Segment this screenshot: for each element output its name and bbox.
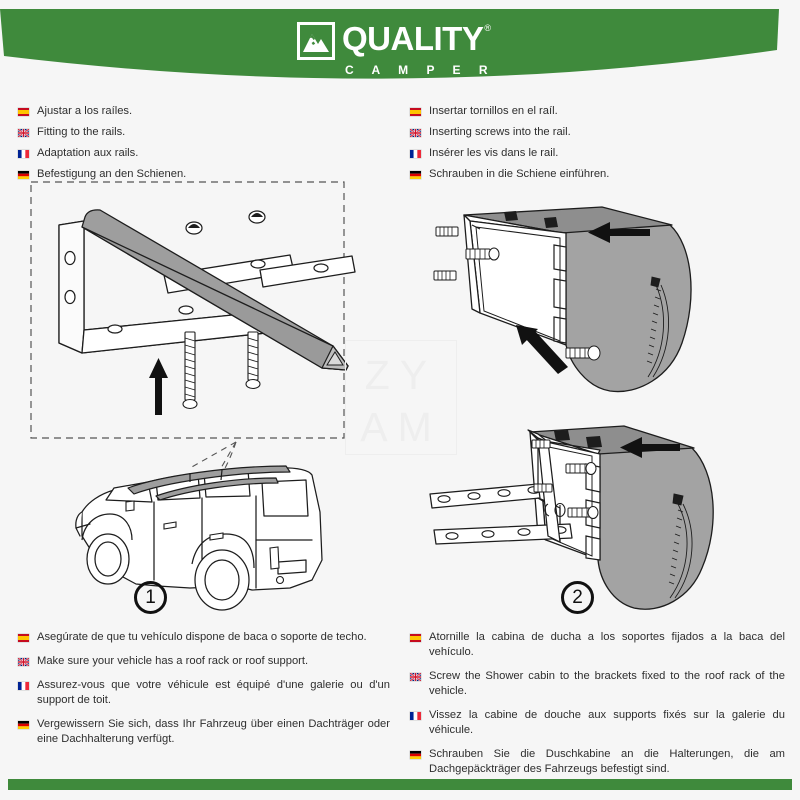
flag-es-icon — [410, 108, 421, 116]
instruction-line-en: Fitting to the rails. — [18, 125, 388, 140]
bracket-knob-detail — [544, 502, 566, 518]
instruction-text: Schrauben in die Schiene einführen. — [429, 168, 610, 180]
direction-arrow-diagonal-icon — [516, 325, 568, 374]
flag-es-icon — [410, 634, 421, 642]
instruction-text: Assurez-vous que votre véhicule est équi… — [37, 679, 390, 706]
flag-fr-icon — [18, 682, 29, 690]
step-badge-1: 1 — [134, 581, 167, 614]
instruction-line-en: Make sure your vehicle has a roof rack o… — [18, 654, 390, 669]
vehicle-details — [125, 500, 285, 585]
instruction-line-en: Inserting screws into the rail. — [410, 125, 780, 140]
instruction-text: Adaptation aux rails. — [37, 147, 139, 159]
step-badge-2: 2 — [561, 581, 594, 614]
instruction-text: Vissez la cabine de douche aux supports … — [429, 709, 785, 736]
instruction-line-de: Schrauben Sie die Duschkabine an die Hal… — [410, 747, 785, 777]
instruction-text: Schrauben Sie die Duschkabine an die Hal… — [429, 748, 785, 775]
watermark: ZY AM — [345, 340, 457, 455]
instruction-text: Inserting screws into the rail. — [429, 126, 571, 138]
instruction-line-fr: Vissez la cabine de douche aux supports … — [410, 708, 785, 738]
instruction-text: Insertar tornillos en el raíl. — [429, 105, 558, 117]
dashed-detail-frame — [30, 181, 345, 439]
instruction-line-de: Vergewissern Sie sich, dass Ihr Fahrzeug… — [18, 717, 390, 747]
instruction-line-es: Atornille la cabina de ducha a los sopor… — [410, 630, 785, 660]
zipper-detail — [668, 493, 693, 599]
screw-icon-d — [567, 506, 599, 519]
flag-gb-icon — [18, 129, 29, 137]
instruction-text: Make sure your vehicle has a roof rack o… — [37, 655, 309, 667]
instruction-text: Asegúrate de que tu vehículo dispone de … — [37, 631, 367, 643]
direction-arrow-left-icon — [620, 437, 680, 458]
screw-icon-d — [565, 345, 601, 361]
flag-gb-icon — [18, 658, 29, 666]
flag-es-icon — [18, 108, 29, 116]
screw-head-icon-2 — [248, 210, 266, 224]
direction-arrow-left-icon — [588, 222, 650, 243]
watermark-line-2: AM — [360, 404, 442, 450]
screw-icon-long-2 — [245, 331, 261, 390]
header-green-shape — [0, 9, 779, 79]
flag-de-icon — [410, 751, 421, 759]
flag-fr-icon — [18, 150, 29, 158]
flag-de-icon — [18, 171, 29, 179]
direction-arrow-up-icon — [149, 358, 168, 415]
flag-gb-icon — [410, 129, 421, 137]
flag-es-icon — [18, 634, 29, 642]
instruction-line-es: Asegúrate de que tu vehículo dispone de … — [18, 630, 390, 645]
roof-rack-rails — [127, 465, 291, 501]
vehicle-wheels — [81, 513, 255, 611]
l-bracket-shape — [58, 220, 276, 354]
rail-profile-frame — [463, 214, 567, 346]
rail-clips — [554, 430, 602, 448]
instruction-line-fr: Adaptation aux rails. — [18, 146, 388, 161]
step2-top-illustration — [420, 185, 792, 417]
flag-fr-icon — [410, 712, 421, 720]
flag-gb-icon — [410, 673, 421, 681]
instruction-block-top-right: Insertar tornillos en el raíl. Inserting … — [410, 104, 780, 188]
step2-bottom-illustration — [420, 408, 792, 628]
instruction-line-fr: Assurez-vous que votre véhicule est équi… — [18, 678, 390, 708]
instruction-block-bottom-right: Atornille la cabina de ducha a los sopor… — [410, 630, 785, 786]
screw-icon-a — [531, 439, 551, 449]
watermark-line-1: ZY — [364, 352, 438, 398]
instruction-line-es: Insertar tornillos en el raíl. — [410, 104, 780, 119]
rail-inner-lines — [471, 224, 561, 342]
instruction-text: Insérer les vis dans le rail. — [429, 147, 559, 159]
instruction-block-top-left: Ajustar a los raíles. Fitting to the rail… — [18, 104, 388, 188]
instruction-line-es: Ajustar a los raíles. — [18, 104, 388, 119]
footer-green-bar — [8, 779, 792, 790]
instruction-text: Screw the Shower cabin to the brackets f… — [429, 670, 785, 697]
step1-detail-illustration — [22, 180, 392, 450]
screw-icon-c — [533, 483, 553, 493]
instruction-text: Fitting to the rails. — [37, 126, 126, 138]
zipper-detail — [646, 276, 670, 378]
instruction-line-de: Schrauben in die Schiene einführen. — [410, 167, 780, 182]
screw-icon-long-1 — [182, 331, 198, 410]
instruction-text: Vergewissern Sie sich, dass Ihr Fahrzeug… — [37, 718, 390, 745]
instruction-line-de: Befestigung an den Schienen. — [18, 167, 388, 182]
flag-de-icon — [410, 171, 421, 179]
instruction-text: Ajustar a los raíles. — [37, 105, 133, 117]
header-banner: QUALITY ® C A M P E R — [0, 0, 800, 110]
instruction-text: Befestigung an den Schienen. — [37, 168, 187, 180]
screw-icon-b — [465, 247, 500, 261]
rail-clips — [504, 211, 558, 228]
instruction-line-en: Screw the Shower cabin to the brackets f… — [410, 669, 785, 699]
screw-icon-a — [435, 226, 459, 237]
instruction-line-fr: Insérer les vis dans le rail. — [410, 146, 780, 161]
instruction-block-bottom-left: Asegúrate de que tu vehículo dispone de … — [18, 630, 390, 756]
vehicle-illustration — [40, 440, 390, 625]
roof-rail-bar — [81, 209, 349, 371]
instruction-text: Atornille la cabina de ducha a los sopor… — [429, 631, 785, 658]
bracket-holes — [64, 250, 194, 334]
flag-fr-icon — [410, 150, 421, 158]
flag-de-icon — [18, 721, 29, 729]
screw-icon-b — [565, 462, 597, 475]
screw-icon-c — [433, 270, 457, 281]
screw-head-icon-1 — [185, 221, 203, 235]
